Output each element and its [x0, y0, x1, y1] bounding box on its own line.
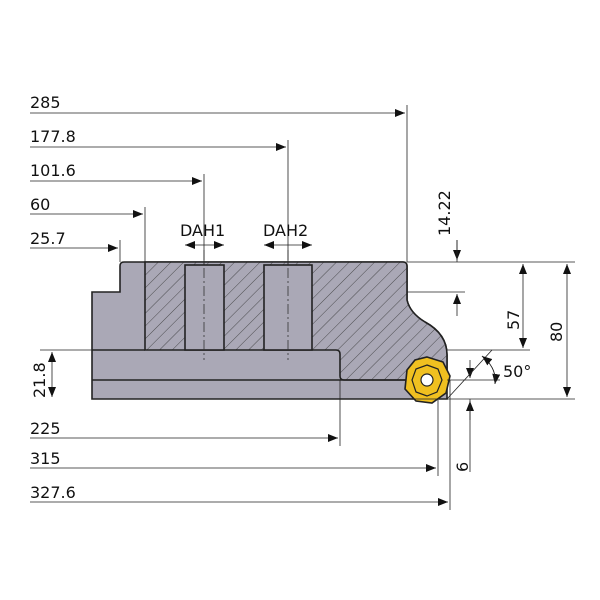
dim-80: 80 — [547, 322, 566, 342]
angle-50: 50° — [503, 362, 531, 381]
dim-25-7: 25.7 — [30, 229, 66, 248]
dim-177-8: 177.8 — [30, 127, 76, 146]
dim-285: 285 — [30, 93, 61, 112]
label-dah2: DAH2 — [263, 221, 308, 240]
dim-101-6: 101.6 — [30, 161, 76, 180]
bottom-dimensions: 225 315 327.6 — [30, 380, 451, 510]
dim-60: 60 — [30, 195, 50, 214]
dim-327-6: 327.6 — [30, 483, 76, 502]
label-dah1: DAH1 — [180, 221, 225, 240]
dim-225: 225 — [30, 419, 61, 438]
dim-57: 57 — [504, 310, 523, 330]
left-dimensions: 285 177.8 101.6 60 25.7 DAH1 DAH2 21.8 — [30, 93, 408, 398]
right-dimensions: 80 57 14.22 6 50° — [407, 190, 575, 472]
dim-315: 315 — [30, 449, 61, 468]
insert — [404, 356, 451, 404]
cutter-body — [91, 250, 448, 400]
dim-6: 6 — [453, 462, 472, 472]
dim-21-8: 21.8 — [30, 362, 49, 398]
dim-14-22: 14.22 — [435, 190, 454, 236]
